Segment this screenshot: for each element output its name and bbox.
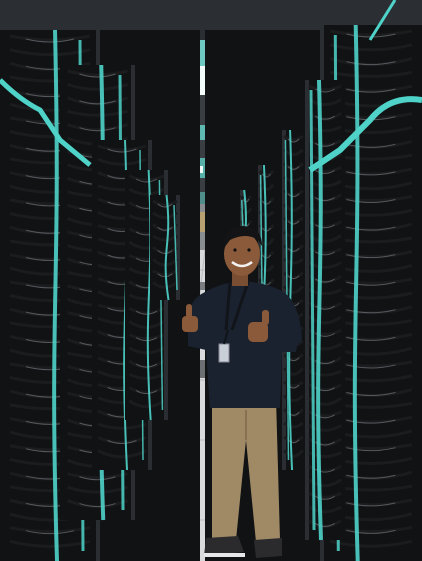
- lanyard: [224, 281, 250, 331]
- left-hand-thumbs-up: [182, 304, 198, 332]
- head: [224, 232, 260, 276]
- left-server-racks: [0, 29, 200, 561]
- right-shoe: [254, 538, 282, 558]
- person: [182, 226, 302, 558]
- hair: [224, 226, 262, 248]
- shirt: [188, 281, 300, 408]
- id-badge: [218, 343, 230, 363]
- right-hand-thumbs-up: [248, 310, 269, 342]
- pants: [212, 398, 280, 542]
- left-shoe: [204, 536, 244, 556]
